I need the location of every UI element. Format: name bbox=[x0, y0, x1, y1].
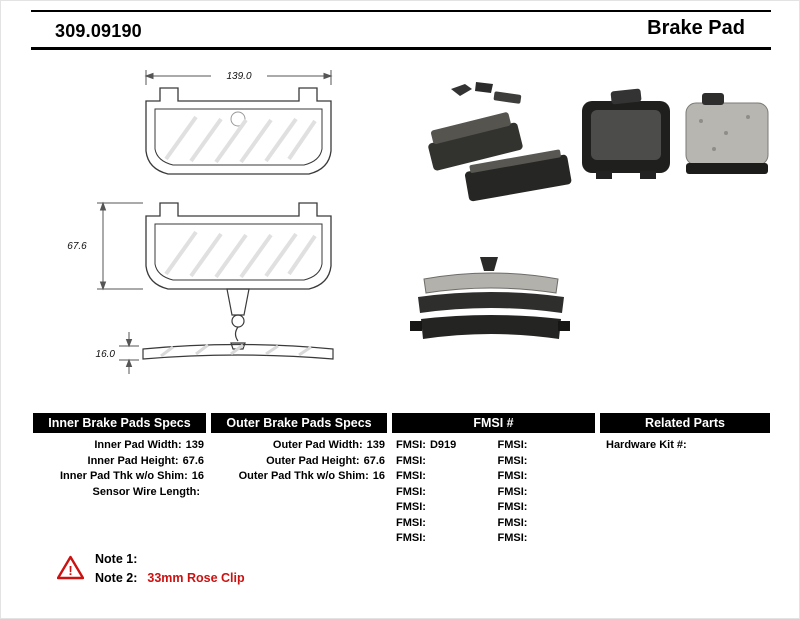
dim-width-label: 139.0 bbox=[226, 71, 251, 82]
outer-specs-body: Outer Pad Width:139 Outer Pad Height:67.… bbox=[211, 433, 387, 485]
spec-row-outer-width: Outer Pad Width:139 bbox=[211, 438, 387, 454]
spec-value: 139 bbox=[185, 439, 204, 451]
fmsi-cell: FMSI: bbox=[497, 439, 528, 451]
photo-pads-with-hardware bbox=[428, 82, 572, 202]
fmsi-row: FMSI: FMSI: bbox=[392, 454, 595, 470]
note-1-label: Note 1: bbox=[95, 552, 138, 566]
spec-value: 16 bbox=[191, 470, 204, 482]
inner-specs-header: Inner Brake Pads Specs bbox=[33, 413, 206, 433]
dim-thickness-label: 16.0 bbox=[96, 349, 116, 360]
spec-label: Inner Pad Width: bbox=[94, 439, 182, 451]
fmsi-cell: FMSI: bbox=[396, 532, 426, 544]
dim-width-lines bbox=[144, 70, 333, 85]
spec-label: Inner Pad Height: bbox=[87, 454, 179, 467]
product-photos bbox=[410, 82, 769, 339]
spec-tables: Inner Brake Pads Specs Inner Pad Width:1… bbox=[33, 413, 770, 547]
fmsi-row: FMSI: FMSI: bbox=[392, 500, 595, 516]
notes-section: ! Note 1: Note 2: 33mm Rose Clip bbox=[57, 550, 245, 588]
note-2: Note 2: 33mm Rose Clip bbox=[95, 569, 245, 588]
fmsi-cell: FMSI: bbox=[497, 454, 528, 467]
dim-height-lines bbox=[97, 201, 143, 291]
spec-row-outer-height: Outer Pad Height:67.6 bbox=[211, 454, 387, 470]
warning-glyph: ! bbox=[68, 563, 72, 578]
fmsi-body: FMSI:D919 FMSI: FMSI: FMSI: FMSI: FMSI: … bbox=[392, 433, 595, 547]
spec-value: 67.6 bbox=[182, 454, 204, 467]
pad-view-rear bbox=[145, 87, 332, 175]
outer-specs-header: Outer Brake Pads Specs bbox=[211, 413, 387, 433]
fmsi-cell: FMSI: bbox=[497, 516, 528, 529]
note-lines: Note 1: Note 2: 33mm Rose Clip bbox=[95, 550, 245, 588]
spec-label: Inner Pad Thk w/o Shim: bbox=[60, 470, 188, 482]
fmsi-cell: FMSI: bbox=[396, 485, 426, 498]
pad-view-edge bbox=[142, 342, 334, 360]
note-2-value: 33mm Rose Clip bbox=[147, 571, 245, 585]
fmsi-cell: FMSI: bbox=[497, 485, 528, 498]
related-parts-column: Related Parts Hardware Kit #: bbox=[600, 413, 770, 547]
fmsi-cell: FMSI: bbox=[396, 501, 426, 513]
spec-row-hardware-kit: Hardware Kit #: bbox=[600, 438, 770, 454]
outer-specs-column: Outer Brake Pads Specs Outer Pad Width:1… bbox=[211, 413, 387, 547]
spec-row-sensor-wire: Sensor Wire Length: bbox=[33, 485, 206, 501]
spec-label: Hardware Kit #: bbox=[606, 439, 687, 451]
fmsi-header: FMSI # bbox=[392, 413, 595, 433]
header-rule bbox=[31, 47, 771, 50]
spec-label: Outer Pad Width: bbox=[272, 439, 363, 451]
spec-value: 67.6 bbox=[363, 454, 385, 467]
spec-label: Sensor Wire Length: bbox=[92, 485, 200, 498]
related-parts-header: Related Parts bbox=[600, 413, 770, 433]
dim-height-label: 67.6 bbox=[67, 241, 87, 252]
spec-value: 16 bbox=[372, 470, 385, 482]
photo-pads-stacked bbox=[410, 257, 570, 339]
fmsi-row: FMSI: FMSI: bbox=[392, 516, 595, 532]
spec-row-outer-thk: Outer Pad Thk w/o Shim:16 bbox=[211, 469, 387, 485]
note-2-label: Note 2: bbox=[95, 571, 138, 585]
fmsi-cell: FMSI: bbox=[497, 501, 528, 513]
dim-thickness-lines bbox=[119, 332, 139, 374]
fmsi-cell: FMSI: bbox=[396, 454, 426, 467]
wear-sensor-drawing bbox=[226, 288, 250, 342]
related-parts-body: Hardware Kit #: bbox=[600, 433, 770, 454]
fmsi-cell: FMSI: bbox=[396, 470, 426, 482]
fmsi-column: FMSI # FMSI:D919 FMSI: FMSI: FMSI: FMSI:… bbox=[392, 413, 595, 547]
fmsi-cell: FMSI: bbox=[497, 470, 528, 482]
fmsi-row: FMSI:D919 FMSI: bbox=[392, 438, 595, 454]
spec-label: Outer Pad Thk w/o Shim: bbox=[238, 470, 369, 482]
spec-row-inner-thk: Inner Pad Thk w/o Shim:16 bbox=[33, 469, 206, 485]
fmsi-cell: FMSI:D919 bbox=[396, 439, 457, 451]
technical-drawing: 139.0 67.6 bbox=[67, 70, 334, 374]
spec-label: Outer Pad Height: bbox=[266, 454, 360, 467]
part-number: 309.09190 bbox=[55, 21, 142, 41]
photo-pads-pair bbox=[582, 88, 769, 179]
spec-row-inner-width: Inner Pad Width:139 bbox=[33, 438, 206, 454]
pad-view-front bbox=[145, 202, 332, 290]
warning-icon: ! bbox=[57, 555, 84, 580]
inner-specs-column: Inner Brake Pads Specs Inner Pad Width:1… bbox=[33, 413, 206, 547]
spec-row-inner-height: Inner Pad Height:67.6 bbox=[33, 454, 206, 470]
page-title: Brake Pad bbox=[647, 17, 745, 39]
note-1: Note 1: bbox=[95, 550, 245, 569]
fmsi-row: FMSI: FMSI: bbox=[392, 469, 595, 485]
top-rule bbox=[31, 10, 771, 12]
fmsi-row: FMSI: FMSI: bbox=[392, 485, 595, 501]
fmsi-cell: FMSI: bbox=[497, 532, 528, 544]
fmsi-row: FMSI: FMSI: bbox=[392, 531, 595, 547]
inner-specs-body: Inner Pad Width:139 Inner Pad Height:67.… bbox=[33, 433, 206, 500]
spec-value: 139 bbox=[366, 439, 385, 451]
fmsi-cell: FMSI: bbox=[396, 516, 426, 529]
